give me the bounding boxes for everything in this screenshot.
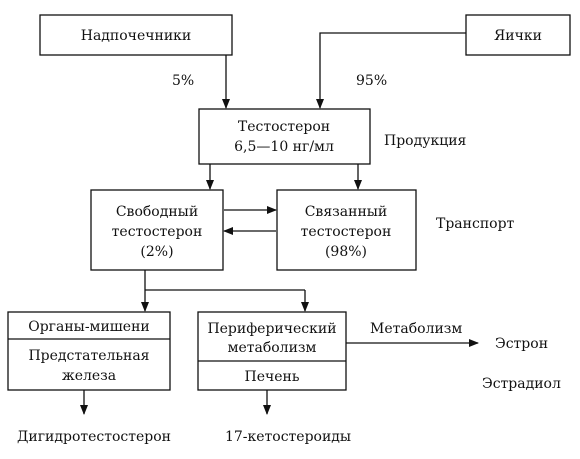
production-line1: Тестостерон [238,119,330,135]
testes-label: Яички [494,28,542,44]
bound-line2: тестостерон [301,224,392,240]
target-organs-header: Органы-мишени [28,319,150,335]
bound-testosterone-box [276,189,417,271]
target-organs-box [7,311,171,391]
target-organ-line1: Предстательная [28,348,149,364]
production-line2: 6,5—10 нг/мл [234,139,334,155]
estradiol-label: Эстрадиол [482,376,561,392]
testosterone-production-box [198,108,371,165]
free-line3: (2%) [140,244,173,260]
transport-stage-label: Транспорт [436,216,515,232]
adrenal-label: Надпочечники [81,28,191,44]
free-testosterone-box [90,189,224,271]
testes-box [465,14,571,56]
adrenal-box [39,14,233,56]
peripheral-header-line2: метаболизм [228,340,317,356]
free-line1: Свободный [116,204,198,220]
dihydrotestosterone-label: Дигидротестостерон [17,429,171,445]
peripheral-organ: Печень [245,369,300,385]
peripheral-header-line1: Периферический [207,321,336,337]
estrone-label: Эстрон [495,336,548,352]
free-line2: тестостерон [112,224,203,240]
target-organ-line2: железа [62,368,116,384]
bound-line3: (98%) [325,244,367,260]
ketosteroids-label: 17-кетостероиды [225,429,351,445]
testes-arrow [316,32,466,109]
bound-line1: Связанный [305,204,388,220]
adrenal-share: 5% [172,73,194,89]
metabolism-stage-label: Метаболизм [370,321,462,337]
production-stage-label: Продукция [384,133,467,149]
peripheral-metabolism-box [197,311,347,391]
testes-share: 95% [356,73,387,89]
